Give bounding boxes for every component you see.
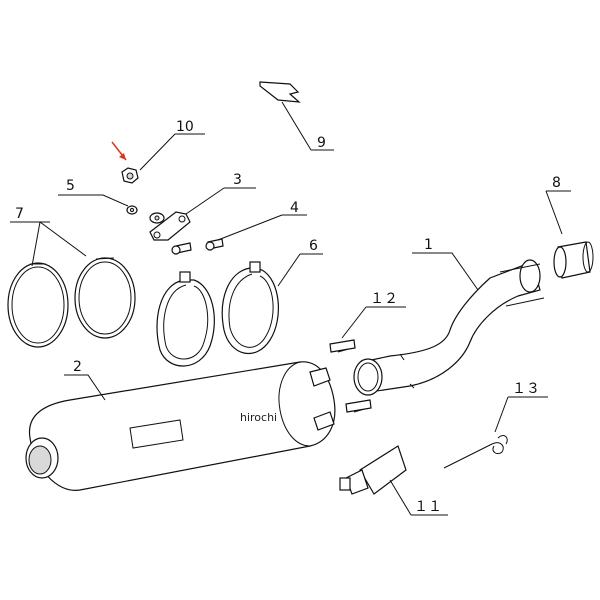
callout-12: １２ <box>370 291 398 307</box>
callout-10: 10 <box>176 119 194 135</box>
callout-3: 3 <box>233 172 242 188</box>
part-4-bolts <box>171 238 224 255</box>
callout-4: 4 <box>290 200 299 216</box>
part-1-link-pipe <box>353 259 545 396</box>
callout-5: 5 <box>66 178 75 194</box>
part-5-washer <box>126 205 138 215</box>
callout-8: 8 <box>552 175 561 191</box>
part-8-sleeve <box>553 241 594 279</box>
part-3-bracket <box>149 211 191 241</box>
watermark-text: hirochi <box>240 411 277 424</box>
part-11-tube <box>339 445 407 495</box>
part-9-plate <box>259 81 301 103</box>
callout-1: 1 <box>424 237 433 253</box>
callout-11: １１ <box>414 499 442 515</box>
part-12-springs <box>329 339 372 413</box>
part-10-nut <box>111 141 139 184</box>
callout-2: 2 <box>73 359 82 375</box>
part-7-bands <box>7 257 136 348</box>
callout-7: 7 <box>15 206 24 222</box>
callout-6: 6 <box>309 238 318 254</box>
callout-9: 9 <box>317 135 326 151</box>
part-6-clamps <box>156 261 280 367</box>
part-13-hook <box>443 435 508 469</box>
callout-13: １３ <box>512 381 540 397</box>
callout-lines <box>10 101 571 516</box>
part-2-silencer <box>25 361 336 491</box>
